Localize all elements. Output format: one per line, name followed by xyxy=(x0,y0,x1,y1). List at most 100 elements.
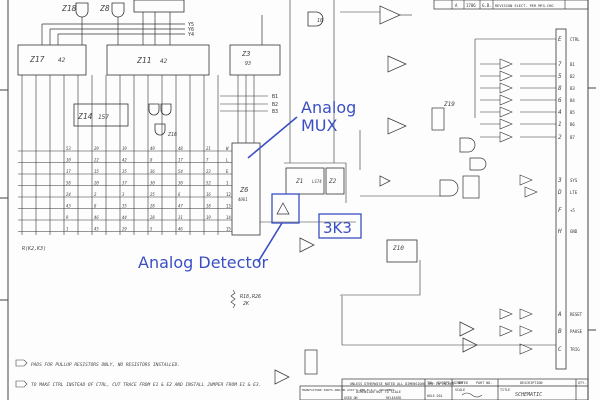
matrix-cell-label: 54 xyxy=(178,169,183,174)
matrix-cell-label: 47 xyxy=(178,204,183,209)
matrix-cell-label: 10 xyxy=(66,158,71,163)
matrix-cell-label: 8 xyxy=(94,204,97,209)
connector-pin-number: B xyxy=(558,328,562,335)
chip-z17-id: Z17 xyxy=(29,55,45,64)
signal-y5: Y5 xyxy=(188,22,194,28)
chip-z1 xyxy=(285,167,325,195)
connector-pin-number: 2 xyxy=(558,134,562,141)
matrix-cell-label: 58 xyxy=(66,181,71,186)
connector-pin-label: B6 xyxy=(570,122,575,127)
connector-pin-label: CTRL xyxy=(570,37,580,42)
connector-pin-label: GND xyxy=(570,229,578,234)
matrix-row-label: 1 xyxy=(226,181,229,186)
chip-z16-id: Z16 xyxy=(167,132,177,138)
matrix-cell-label: 2 xyxy=(94,192,97,197)
chip-z14 xyxy=(73,103,129,127)
matrix-cell-label: 37 xyxy=(121,181,127,186)
rev-by: G.B. xyxy=(482,3,492,8)
matrix-cell-label: 24 xyxy=(66,192,71,197)
signal-b1: B1 xyxy=(272,94,278,100)
matrix-cell-label: 8 xyxy=(150,158,153,163)
resistor-r18-value: 2K xyxy=(243,301,250,307)
rev-description: REVISION ELECT. PER MFG.CHG xyxy=(495,4,553,8)
connector-pin-number: 8 xyxy=(558,85,562,92)
chip-z5-555 xyxy=(386,239,418,263)
tb-title-value: SCHEMATIC xyxy=(515,392,542,398)
connector-pin-label: SYS xyxy=(570,178,578,183)
matrix-cell-label: 20 xyxy=(94,181,99,186)
resistor-r18-ref: R18,R26 xyxy=(240,294,261,300)
matrix-cell-label: 28 xyxy=(150,204,155,209)
matrix-cell-label: 31 xyxy=(177,215,183,220)
buffer-z27 xyxy=(499,308,513,320)
connector-pin-label: B7 xyxy=(570,135,575,140)
tb-scale-tilde xyxy=(461,392,483,398)
annotation-analog-mux: Analog MUX xyxy=(247,98,356,159)
chip-z3-id: Z3 xyxy=(241,50,250,58)
opamp-z10 xyxy=(387,55,407,73)
connector-pin-number: A xyxy=(557,311,562,318)
matrix-cell-label: 36 xyxy=(149,169,155,174)
connector-pin-label: B4 xyxy=(570,98,575,103)
annotation-detector-pointer xyxy=(257,222,283,263)
matrix-row-label: E xyxy=(226,169,229,174)
rev-letter: A xyxy=(455,3,458,8)
connector-pin-number: E xyxy=(558,36,562,43)
matrix-cell-label: 17 xyxy=(178,158,183,163)
b-signal-lines xyxy=(220,95,268,112)
matrix-cell-label: 29 xyxy=(122,227,127,232)
matrix-cell-label: 3 xyxy=(121,192,125,197)
connector-pin-label: +5 xyxy=(570,208,575,213)
connector-pin-number: 4 xyxy=(558,109,562,116)
connector-pin-label: B5 xyxy=(570,110,575,115)
chip-z17-type: 42 xyxy=(58,57,66,64)
opamp-z20a xyxy=(274,369,290,385)
revision-block: A 1786 G.B. REVISION ELECT. PER MFG.CHG xyxy=(433,0,589,10)
matrix-cell-label: 19 xyxy=(206,215,211,220)
tb-item: ITEM xyxy=(455,381,463,385)
matrix-cell-label: 30 xyxy=(149,181,155,186)
matrix-cell-label: 53 xyxy=(66,146,71,151)
matrix-cell-label: 46 xyxy=(178,227,183,232)
chip-z2-id: Z2 xyxy=(328,178,337,185)
matrix-cell-label: 42 xyxy=(122,158,127,163)
tb-scale: SCALE xyxy=(455,388,465,392)
matrix-cell-label: 49 xyxy=(150,146,155,151)
matrix-row-label: 14 xyxy=(226,215,231,220)
matrix-cell-label: 28 xyxy=(150,215,155,220)
buffer-z27 xyxy=(519,308,533,320)
top-bus-lines xyxy=(41,12,185,45)
tb-title-label: TITLE xyxy=(500,388,510,392)
buffer-z27 xyxy=(499,325,513,337)
chip-z3-type: 93 xyxy=(245,61,251,67)
rev-ecn: 1786 xyxy=(466,3,476,8)
matrix-cell-label: 46 xyxy=(94,215,99,220)
buffer-z27 xyxy=(519,174,533,186)
connector-pin-number: 7 xyxy=(558,61,562,68)
amp-top xyxy=(379,5,401,25)
matrix-row-label: W xyxy=(226,146,229,151)
matrix-cell-label: 29 xyxy=(94,146,99,151)
tb-tolerance-note: UNLESS OTHERWISE NOTED ALL DIMENSIONS AR… xyxy=(350,382,454,386)
title-block xyxy=(299,378,589,400)
matrix-cell-label: 23 xyxy=(206,169,211,174)
note-2-text: TO MAKE CTRL INSTEAD OF CTRL, CUT TRACE … xyxy=(31,382,261,388)
tb-used-on: USED ON xyxy=(344,396,358,400)
buffer-z27 xyxy=(519,325,533,337)
chip-z10-id: 10 xyxy=(317,18,323,24)
annotation-mux-line2: MUX xyxy=(301,116,338,135)
matrix-cell-label: 43 xyxy=(66,204,71,209)
connector-pin-number: 3 xyxy=(557,177,562,184)
chip-z22 xyxy=(462,175,480,199)
gate-z10 xyxy=(307,11,324,27)
note-1-text: PADS FOR PULLUP RESISTORS ONLY, NO RESIS… xyxy=(31,362,180,368)
chip-z6-id: Z6 xyxy=(239,186,248,194)
connector-pin-label: PAUSE xyxy=(570,329,583,334)
mux-matrix: WLE1121314155310175824439129221520284645… xyxy=(18,75,232,235)
matrix-row-label: 15 xyxy=(226,227,231,232)
matrix-cell-label: 45 xyxy=(94,227,99,232)
buffer-array xyxy=(480,58,538,355)
matrix-cell-label: 35 xyxy=(121,204,127,209)
